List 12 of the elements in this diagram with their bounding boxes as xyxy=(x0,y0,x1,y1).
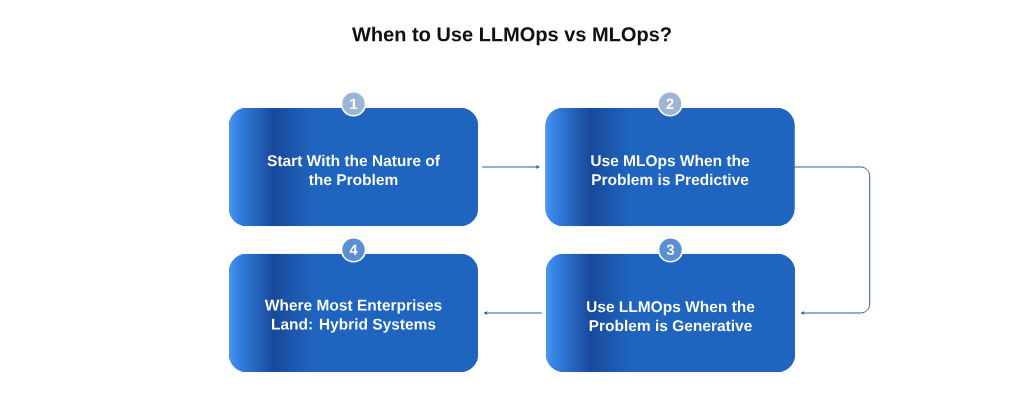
number-badge: 3 xyxy=(657,237,684,263)
box-label: Start With the Nature of the Problem xyxy=(267,154,440,186)
number-badge: 4 xyxy=(340,237,367,263)
box-label: Where Most Enterprises Land: Hybrid Systems xyxy=(264,299,442,333)
arrow xyxy=(481,165,540,169)
box-label: Use LLMOps When the Problem is Generative xyxy=(587,300,755,332)
arrow xyxy=(794,166,871,315)
title: When to Use LLMOps vs MLOps? xyxy=(352,26,671,46)
arrow xyxy=(483,311,543,315)
number-badge: 2 xyxy=(657,91,683,117)
number-badge: 1 xyxy=(340,91,367,117)
box-label: Use MLOps When the Problem is Predictive xyxy=(591,154,750,186)
